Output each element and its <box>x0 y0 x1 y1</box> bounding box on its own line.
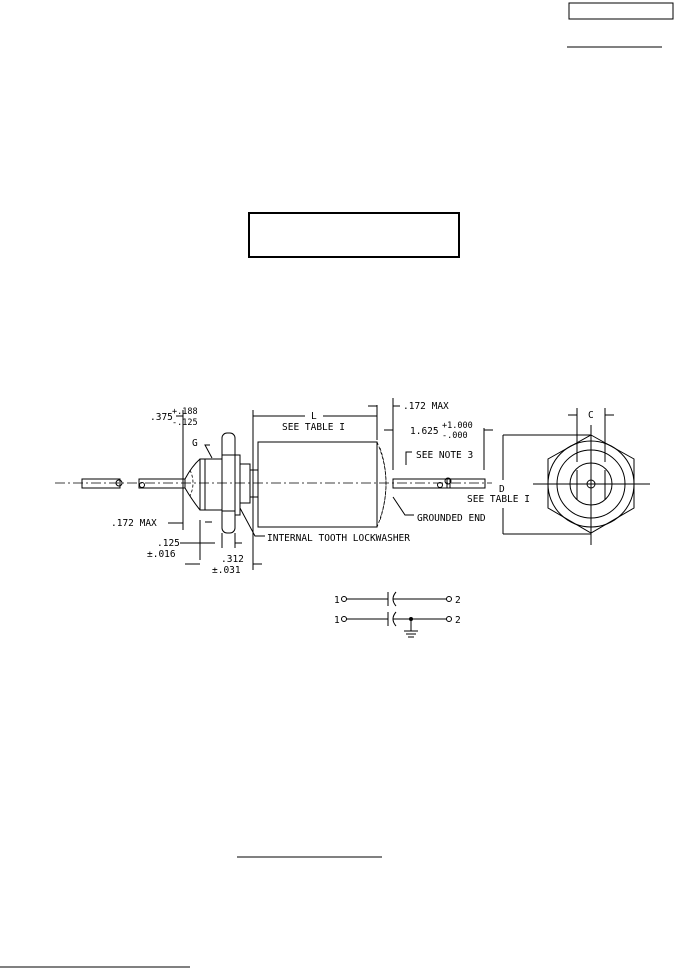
svg-text:+.188: +.188 <box>172 407 198 417</box>
title-box <box>248 212 460 258</box>
side-view-drawing <box>55 398 493 570</box>
svg-text:G: G <box>192 438 198 449</box>
schematic-terminal-1-grounded: 1 <box>334 615 340 626</box>
left-lead-segment <box>81 478 121 489</box>
svg-text:±.016: ±.016 <box>147 549 176 560</box>
top-right-box <box>568 2 674 20</box>
capacitor-body <box>257 441 378 528</box>
end-view-drawing <box>502 408 650 545</box>
stud <box>249 469 259 498</box>
svg-text:GROUNDED END: GROUNDED END <box>417 513 486 524</box>
left-solder-bulge <box>184 458 201 511</box>
bushing <box>199 458 223 511</box>
right-lead-segment <box>446 478 486 489</box>
side-view-labels: .375 +.188 -.125 L SEE TABLE I .172 MAX … <box>111 401 486 576</box>
svg-text:.375: .375 <box>150 412 173 423</box>
svg-text:1.625: 1.625 <box>410 426 439 437</box>
svg-text:L: L <box>311 411 317 422</box>
svg-text:+1.000: +1.000 <box>442 421 473 431</box>
svg-text:.125: .125 <box>157 538 180 549</box>
svg-text:INTERNAL TOOTH LOCKWASHER: INTERNAL TOOTH LOCKWASHER <box>267 533 410 544</box>
svg-text:.172 MAX: .172 MAX <box>403 401 449 412</box>
lockwasher <box>234 454 241 516</box>
svg-text:-.125: -.125 <box>172 418 198 428</box>
diameter-label: D <box>499 484 505 495</box>
hex-flat-label: C <box>588 410 594 421</box>
svg-text:.312: .312 <box>221 554 244 565</box>
schematic-terminal-2-grounded: 2 <box>455 615 461 626</box>
svg-text:SEE NOTE 3: SEE NOTE 3 <box>416 450 473 461</box>
svg-text:.172 MAX: .172 MAX <box>111 518 157 529</box>
svg-text:±.031: ±.031 <box>212 565 241 576</box>
svg-text:-.000: -.000 <box>442 431 468 441</box>
schematic-terminal-2: 2 <box>455 595 461 606</box>
diameter-ref: SEE TABLE I <box>467 494 530 505</box>
schematic-terminal-1: 1 <box>334 595 340 606</box>
left-lead <box>138 478 186 489</box>
svg-text:SEE TABLE I: SEE TABLE I <box>282 422 345 433</box>
schematic <box>341 591 452 638</box>
